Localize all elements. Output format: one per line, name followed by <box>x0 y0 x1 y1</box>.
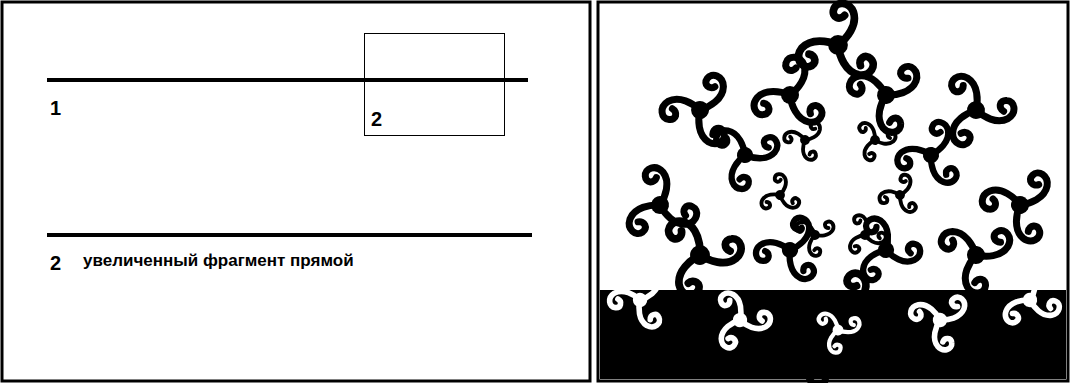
straight-line <box>47 78 528 82</box>
magnify-frame: 2 <box>364 33 505 136</box>
callout-number: 2 <box>371 109 382 129</box>
panel-frame <box>2 2 590 381</box>
callout-number: 1 <box>50 98 61 118</box>
callout-number: 2 <box>50 253 61 273</box>
caption-text: увеличенный фрагмент прямой <box>83 252 354 269</box>
magnified-line <box>47 233 532 237</box>
fractal-figure <box>600 3 1069 383</box>
